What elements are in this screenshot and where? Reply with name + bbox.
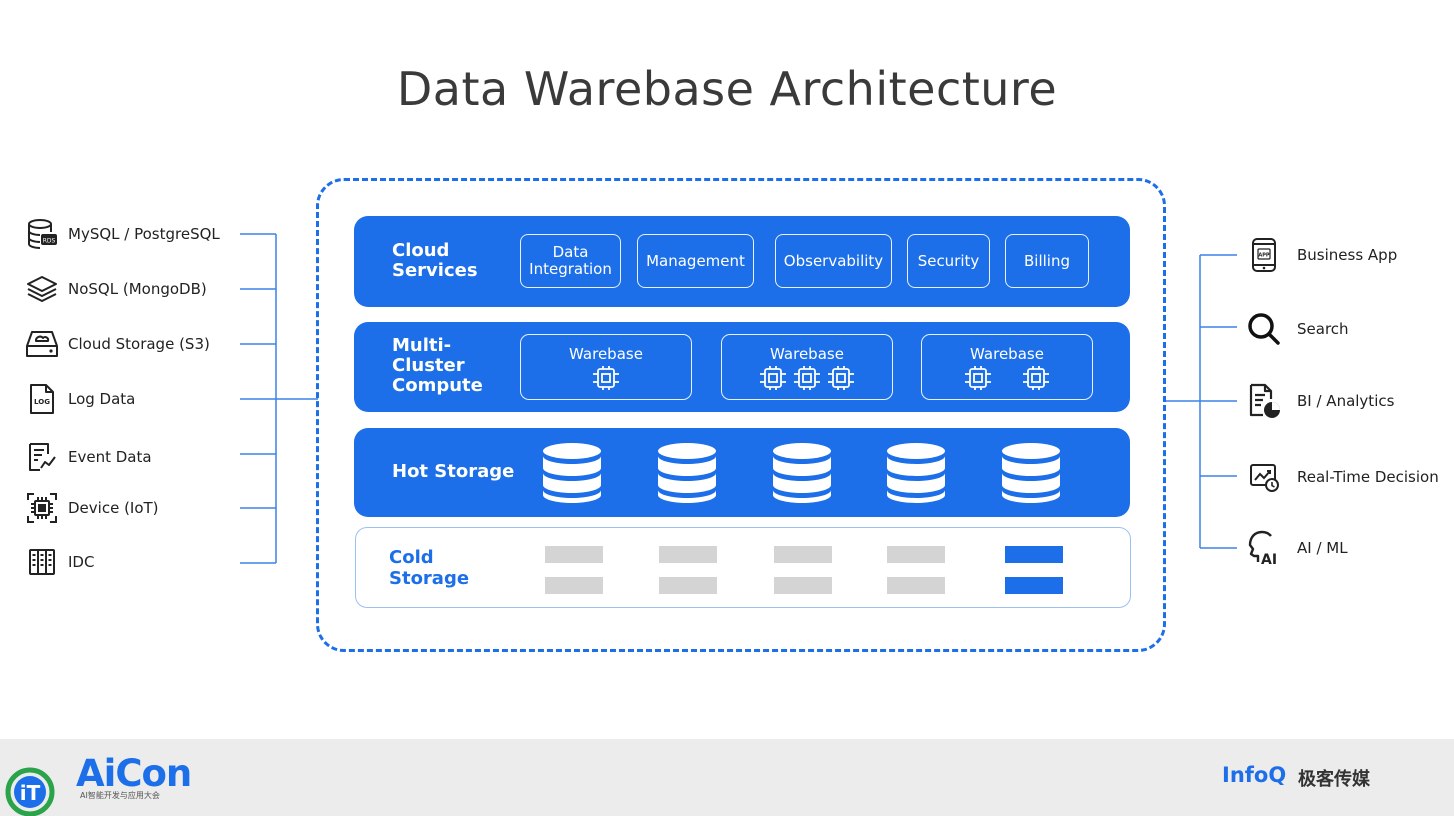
service-security: Security	[907, 234, 990, 288]
service-billing: Billing	[1005, 234, 1089, 288]
consumer-search: Search	[1243, 309, 1349, 349]
infoq-chinese-name: 极客传媒	[1298, 769, 1370, 790]
source-label: IDC	[68, 553, 95, 571]
warebase-label: Warebase	[970, 345, 1044, 363]
warebase-boundary	[316, 178, 1166, 652]
layers-icon	[24, 272, 60, 306]
cpu-chip-icon	[965, 366, 991, 390]
source-label: NoSQL (MongoDB)	[68, 280, 207, 298]
compute-title: Multi- Cluster Compute	[392, 335, 483, 396]
service-observability: Observability	[775, 234, 892, 288]
cold-block	[887, 546, 945, 563]
consumer-label: BI / Analytics	[1297, 392, 1395, 410]
hot-storage-title: Hot Storage	[392, 461, 515, 482]
cloud-services-title: Cloud Services	[392, 240, 478, 281]
realtime-chart-icon	[1243, 457, 1285, 497]
cold-block	[887, 577, 945, 594]
cold-block-highlight	[1005, 546, 1063, 563]
source-nosql-mongodb: NoSQL (MongoDB)	[24, 272, 207, 306]
warebase-cluster-1: Warebase	[520, 334, 692, 400]
multi-cluster-compute-layer: Multi- Cluster Compute Warebase Warebase…	[354, 322, 1130, 412]
consumer-label: Business App	[1297, 246, 1398, 264]
cpu-chip-icon	[794, 366, 820, 390]
cold-block	[545, 577, 603, 594]
aicon-logo: AiCon	[76, 752, 192, 795]
consumer-bi-analytics: BI / Analytics	[1243, 381, 1394, 421]
cpu-chip-icon	[828, 366, 854, 390]
search-icon	[1243, 309, 1285, 349]
warebase-label: Warebase	[569, 345, 643, 363]
service-management: Management	[637, 234, 754, 288]
database-rds-icon: RDS	[24, 217, 60, 251]
cold-block	[774, 546, 832, 563]
cluster-chips	[521, 366, 691, 390]
source-device-iot: Device (IoT)	[24, 491, 159, 525]
server-rack-icon	[24, 545, 60, 579]
consumer-business-app: APP Business App	[1243, 235, 1397, 275]
source-idc: IDC	[24, 545, 94, 579]
cpu-chip-icon	[760, 366, 786, 390]
warebase-cluster-3: Warebase	[921, 334, 1093, 400]
aicon-subtitle: AI智能开发与应用大会	[80, 791, 160, 800]
event-chart-icon	[24, 440, 60, 474]
database-icon	[887, 443, 945, 503]
cold-block	[545, 546, 603, 563]
cluster-chips	[922, 366, 1092, 390]
consumer-ai-ml: AI AI / ML	[1243, 528, 1348, 568]
hot-storage-layer: Hot Storage	[354, 428, 1130, 517]
footer-bar	[0, 739, 1454, 816]
svg-text:iT: iT	[20, 781, 41, 805]
consumer-label: AI / ML	[1297, 539, 1348, 557]
database-icon	[1002, 443, 1060, 503]
infoq-logo: InfoQ	[1222, 763, 1287, 787]
source-label: Cloud Storage (S3)	[68, 335, 210, 353]
source-label: Device (IoT)	[68, 499, 159, 517]
cold-block-highlight	[1005, 577, 1063, 594]
chip-icon	[24, 491, 60, 525]
source-log-data: LOG Log Data	[24, 382, 135, 416]
database-icon	[773, 443, 831, 503]
svg-text:AI: AI	[1261, 552, 1277, 567]
cloud-drive-icon	[24, 327, 60, 361]
source-label: Event Data	[68, 448, 152, 466]
database-icon	[543, 443, 601, 503]
cluster-chips	[722, 366, 892, 390]
report-chart-icon	[1243, 381, 1285, 421]
cold-block	[774, 577, 832, 594]
source-cloud-storage: Cloud Storage (S3)	[24, 327, 210, 361]
it-logo-icon: iT	[5, 767, 55, 816]
source-mysql-postgresql: RDS MySQL / PostgreSQL	[24, 217, 220, 251]
svg-text:LOG: LOG	[34, 398, 50, 406]
source-event-data: Event Data	[24, 440, 152, 474]
cold-storage-title: Cold Storage	[389, 547, 470, 589]
cold-block	[659, 577, 717, 594]
database-icon	[658, 443, 716, 503]
cpu-chip-icon	[1023, 366, 1049, 390]
svg-text:RDS: RDS	[43, 238, 56, 245]
consumer-label: Real-Time Decision	[1297, 468, 1439, 486]
svg-text:APP: APP	[1258, 253, 1270, 259]
mobile-app-icon: APP	[1243, 235, 1285, 275]
cold-block	[659, 546, 717, 563]
consumer-real-time-decision: Real-Time Decision	[1243, 457, 1439, 497]
ai-head-icon: AI	[1243, 528, 1285, 568]
warebase-label: Warebase	[770, 345, 844, 363]
warebase-cluster-2: Warebase	[721, 334, 893, 400]
log-file-icon: LOG	[24, 382, 60, 416]
source-label: Log Data	[68, 390, 136, 408]
source-label: MySQL / PostgreSQL	[68, 225, 220, 243]
cold-storage-layer: Cold Storage	[355, 527, 1131, 608]
consumer-label: Search	[1297, 320, 1349, 338]
cpu-chip-icon	[593, 366, 619, 390]
page-title: Data Warebase Architecture	[396, 62, 1058, 116]
